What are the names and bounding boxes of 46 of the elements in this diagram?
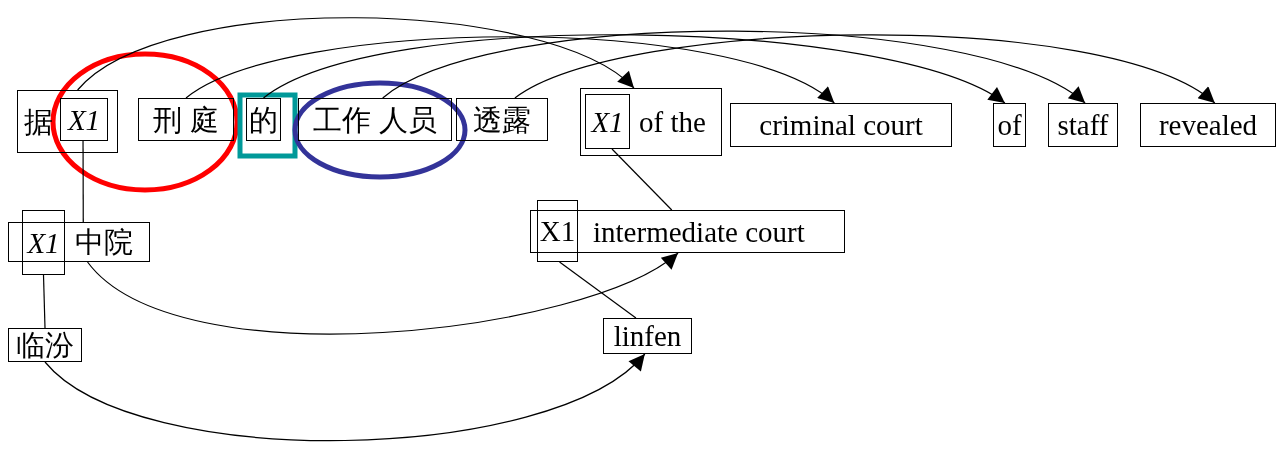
word-text: linfen bbox=[613, 321, 682, 351]
word-box bbox=[8, 328, 82, 362]
word-text: X1 bbox=[539, 216, 576, 246]
word-box bbox=[456, 98, 548, 141]
word-box bbox=[730, 103, 952, 147]
word-box bbox=[603, 318, 692, 354]
arrow bbox=[382, 30, 1086, 104]
word-text: 工作 人员 bbox=[313, 105, 437, 134]
word-box bbox=[1048, 103, 1118, 147]
word-text: X1 bbox=[591, 107, 624, 136]
connector-line bbox=[558, 261, 637, 319]
word-box bbox=[17, 90, 118, 153]
word-text: criminal court bbox=[759, 110, 923, 140]
word-text: X1 bbox=[67, 105, 101, 134]
arrow bbox=[262, 34, 1006, 104]
arrow bbox=[77, 17, 635, 91]
word-box bbox=[8, 222, 150, 262]
arrow bbox=[44, 353, 646, 442]
word-text: intermediate court bbox=[593, 217, 805, 246]
word-box bbox=[580, 88, 722, 156]
word-text: 的 bbox=[249, 105, 278, 134]
connector-line bbox=[42, 274, 46, 329]
word-box bbox=[60, 98, 108, 141]
connector-line bbox=[82, 140, 84, 223]
word-box bbox=[1140, 103, 1276, 147]
word-box bbox=[298, 98, 452, 141]
word-text: 刑 庭 bbox=[153, 105, 219, 134]
word-text: of bbox=[997, 110, 1022, 140]
word-text: 中院 bbox=[75, 227, 133, 257]
word-box bbox=[138, 98, 234, 141]
word-box bbox=[530, 210, 845, 253]
word-text: X1 bbox=[27, 228, 60, 257]
arrow bbox=[514, 34, 1216, 104]
arrow bbox=[185, 36, 835, 104]
word-text: 透露 bbox=[473, 105, 531, 134]
word-box bbox=[993, 103, 1026, 147]
word-box bbox=[246, 98, 281, 141]
arrow bbox=[86, 252, 679, 335]
word-box bbox=[537, 200, 578, 262]
connector-line bbox=[611, 148, 673, 211]
word-text: 临汾 bbox=[16, 330, 74, 360]
word-text: revealed bbox=[1158, 110, 1258, 140]
word-text: staff bbox=[1057, 110, 1109, 140]
word-text: of the bbox=[639, 107, 706, 137]
word-box bbox=[585, 94, 630, 149]
word-box bbox=[22, 210, 65, 275]
